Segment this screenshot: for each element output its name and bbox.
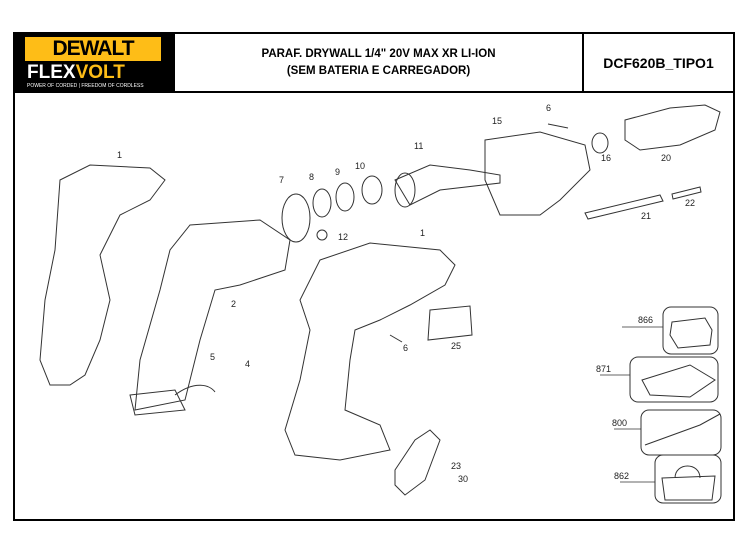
callout-21: 21: [641, 211, 651, 221]
model-code: DCF620B_TIPO1: [603, 54, 714, 71]
callout-800: 800: [612, 418, 627, 428]
callout-11: 11: [414, 141, 423, 151]
disc-10: [361, 175, 383, 205]
bag-862: [661, 465, 716, 501]
callout-6b: 6: [403, 343, 408, 353]
callout-871: 871: [596, 364, 611, 374]
callout-862: 862: [614, 471, 629, 481]
bit-holder-21: [584, 194, 664, 220]
callout-15: 15: [492, 116, 502, 126]
callout-866: 866: [638, 315, 653, 325]
callout-7: 7: [279, 175, 284, 185]
charger-871-box: [629, 356, 719, 403]
motor-assembly: [134, 219, 291, 411]
housing-half-right: [284, 242, 456, 461]
callout-25: 25: [451, 341, 461, 351]
callout-12: 12: [338, 232, 348, 242]
flexvolt-logo: FLEXVOLT: [27, 63, 125, 83]
callout-16: 16: [601, 153, 611, 163]
depth-locator-23: [394, 429, 441, 496]
washer-12: [316, 229, 328, 241]
cable: [174, 384, 216, 396]
screw-6b: [389, 334, 403, 343]
callout-1b: 1: [420, 228, 425, 238]
callout-23: 23: [451, 461, 461, 471]
battery-866: [669, 317, 713, 349]
grip-label: [427, 305, 473, 341]
callout-10: 10: [355, 161, 365, 171]
adapter-800: [644, 413, 721, 446]
callout-2: 2: [231, 299, 236, 309]
bearing-16: [591, 132, 609, 154]
tagline: POWER OF CORDED | FREEDOM OF CORDLESS: [27, 83, 144, 89]
washer-8: [312, 188, 332, 218]
housing-half-left: [39, 164, 166, 386]
battery-866-box: [662, 306, 719, 355]
callout-8: 8: [309, 172, 314, 182]
diagram-frame: DEWALT FLEXVOLT POWER OF CORDED | FREEDO…: [13, 32, 735, 521]
flex-text: FLEX: [27, 62, 76, 83]
o-ring-7: [281, 193, 311, 243]
page-title: PARAF. DRYWALL 1/4" 20V MAX XR LI-ION (S…: [175, 34, 584, 91]
terminal-block: [129, 389, 186, 416]
callout-1: 1: [117, 150, 122, 160]
callout-20: 20: [661, 153, 671, 163]
gear-case-15: [484, 131, 591, 216]
callout-22: 22: [685, 198, 695, 208]
callout-4: 4: [245, 359, 250, 369]
bearing-9: [335, 182, 355, 212]
gear-shaft-11: [394, 164, 501, 206]
dewalt-flexvolt-logo: DEWALT FLEXVOLT POWER OF CORDED | FREEDO…: [15, 34, 175, 91]
header: DEWALT FLEXVOLT POWER OF CORDED | FREEDO…: [15, 34, 733, 93]
brand-logo: DEWALT: [25, 37, 161, 61]
callout-9: 9: [335, 167, 340, 177]
volt-text: VOLT: [75, 62, 125, 83]
bag-862-box: [654, 454, 722, 504]
callout-6: 6: [546, 103, 551, 113]
callout-30: 30: [458, 474, 468, 484]
gear-11: [394, 172, 416, 208]
screw-6: [547, 123, 569, 129]
charger-871: [641, 364, 716, 398]
bit-22: [671, 186, 702, 200]
callout-5: 5: [210, 352, 215, 362]
title-line-1: PARAF. DRYWALL 1/4" 20V MAX XR LI-ION: [261, 47, 496, 60]
title-line-2: (SEM BATERIA E CARREGADOR): [286, 64, 471, 77]
nosecone-20: [624, 104, 721, 151]
adapter-800-box: [640, 409, 722, 456]
